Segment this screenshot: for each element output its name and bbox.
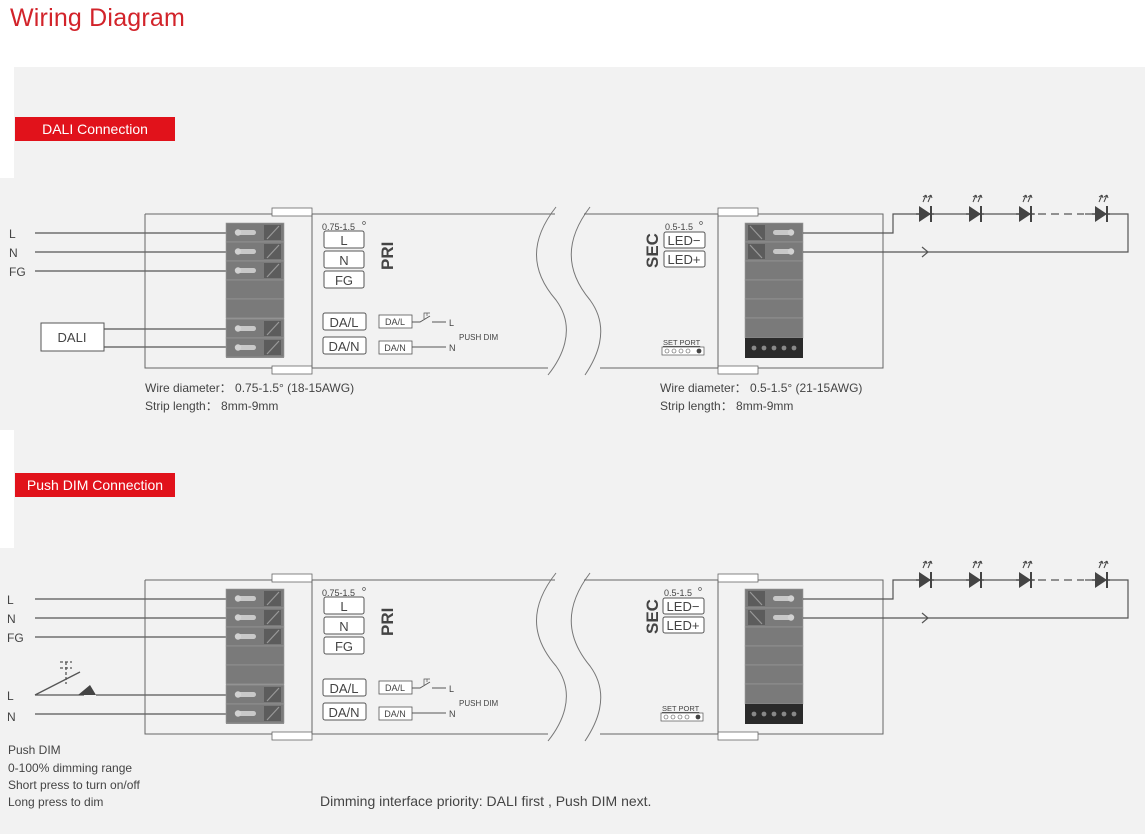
led-icon bbox=[915, 194, 935, 223]
input-label-l-2: L bbox=[7, 593, 14, 607]
note-wire-diameter-pri: Wire diameter： 0.75-1.5° (18-15AWG) bbox=[145, 381, 354, 395]
note-wire-diameter-sec: Wire diameter： 0.5-1.5° (21-15AWG) bbox=[660, 381, 862, 395]
note-strip-length-sec: Strip length： 8mm-9mm bbox=[660, 399, 793, 413]
page-title: Wiring Diagram bbox=[10, 4, 186, 32]
sec-gauge-2: 0.5-1.5 bbox=[664, 588, 692, 598]
small-da-n-2: DA/N bbox=[384, 709, 406, 719]
pri-terminal-fg-2: FG bbox=[335, 639, 353, 654]
push-switch-icon bbox=[34, 661, 226, 715]
push-dim-note-3: Short press to turn on/off bbox=[8, 778, 141, 792]
pri-da-n: DA/N bbox=[328, 339, 359, 354]
input-label-l: L bbox=[9, 227, 16, 241]
push-dim-diagram: L N FG L N 0.75-1.5 L N FG bbox=[7, 560, 1129, 809]
led-icon bbox=[1091, 560, 1111, 589]
set-port-label: SET PORT bbox=[663, 338, 701, 347]
pri-da-l-2: DA/L bbox=[330, 681, 359, 696]
sec-led-minus-2: LED− bbox=[667, 599, 700, 614]
pri-terminal-l: L bbox=[340, 233, 347, 248]
sec-led-plus: LED+ bbox=[668, 252, 701, 267]
pri-terminal-fg: FG bbox=[335, 273, 353, 288]
small-da-n: DA/N bbox=[384, 343, 406, 353]
push-dim-label: PUSH DIM bbox=[459, 333, 498, 342]
diagram-panel-bottom bbox=[0, 548, 1145, 834]
led-icon bbox=[965, 194, 985, 223]
note-strip-length-pri: Strip length： 8mm-9mm bbox=[145, 399, 278, 413]
led-icon bbox=[1015, 560, 1035, 589]
led-icon bbox=[1015, 194, 1035, 223]
push-dim-note-2: 0-100% dimming range bbox=[8, 761, 132, 775]
switch-n: N bbox=[449, 343, 456, 353]
pri-gauge: 0.75-1.5 bbox=[322, 222, 355, 232]
input-label-fg: FG bbox=[9, 265, 26, 279]
pri-da-n-2: DA/N bbox=[328, 705, 359, 720]
small-da-l: DA/L bbox=[385, 317, 405, 327]
pri-da-l: DA/L bbox=[330, 315, 359, 330]
input-label-n-2: N bbox=[7, 612, 16, 626]
pri-gauge-2: 0.75-1.5 bbox=[322, 588, 355, 598]
input-label-switch-l: L bbox=[7, 689, 14, 703]
input-label-n: N bbox=[9, 246, 18, 260]
dali-box-label: DALI bbox=[58, 330, 87, 345]
switch-l-2: L bbox=[449, 684, 454, 694]
switch-l: L bbox=[449, 318, 454, 328]
diagram-panel-mid2 bbox=[14, 430, 1145, 548]
push-dim-label-2: PUSH DIM bbox=[459, 699, 498, 708]
led-icon bbox=[915, 560, 935, 589]
input-label-fg-2: FG bbox=[7, 631, 24, 645]
sec-led-plus-2: LED+ bbox=[667, 618, 700, 633]
diagram-panel-mid bbox=[0, 178, 1145, 430]
dali-connection-badge: DALI Connection bbox=[15, 117, 175, 141]
pri-terminal-n-2: N bbox=[339, 619, 348, 634]
pri-label-2: PRI bbox=[378, 608, 397, 636]
led-icon bbox=[965, 560, 985, 589]
input-label-switch-n: N bbox=[7, 710, 16, 724]
dali-diagram: L N FG DALI 0.75-1.5 L N FG PRI DA/L bbox=[9, 194, 1129, 413]
pri-label: PRI bbox=[378, 242, 397, 270]
set-port-label-2: SET PORT bbox=[662, 704, 700, 713]
diagram-panel-top bbox=[14, 67, 1145, 178]
sec-label: SEC bbox=[643, 233, 662, 268]
push-dim-connection-badge: Push DIM Connection bbox=[15, 473, 175, 497]
sec-label-2: SEC bbox=[643, 599, 662, 634]
small-da-l-2: DA/L bbox=[385, 683, 405, 693]
switch-n-2: N bbox=[449, 709, 456, 719]
priority-note: Dimming interface priority: DALI first ,… bbox=[320, 793, 651, 809]
pri-terminal-n: N bbox=[339, 253, 348, 268]
pri-terminal-l-2: L bbox=[340, 599, 347, 614]
push-dim-note-4: Long press to dim bbox=[8, 795, 103, 809]
led-icon bbox=[1091, 194, 1111, 223]
sec-gauge: 0.5-1.5 bbox=[665, 222, 693, 232]
push-dim-note-1: Push DIM bbox=[8, 743, 61, 757]
sec-led-minus: LED− bbox=[668, 233, 701, 248]
